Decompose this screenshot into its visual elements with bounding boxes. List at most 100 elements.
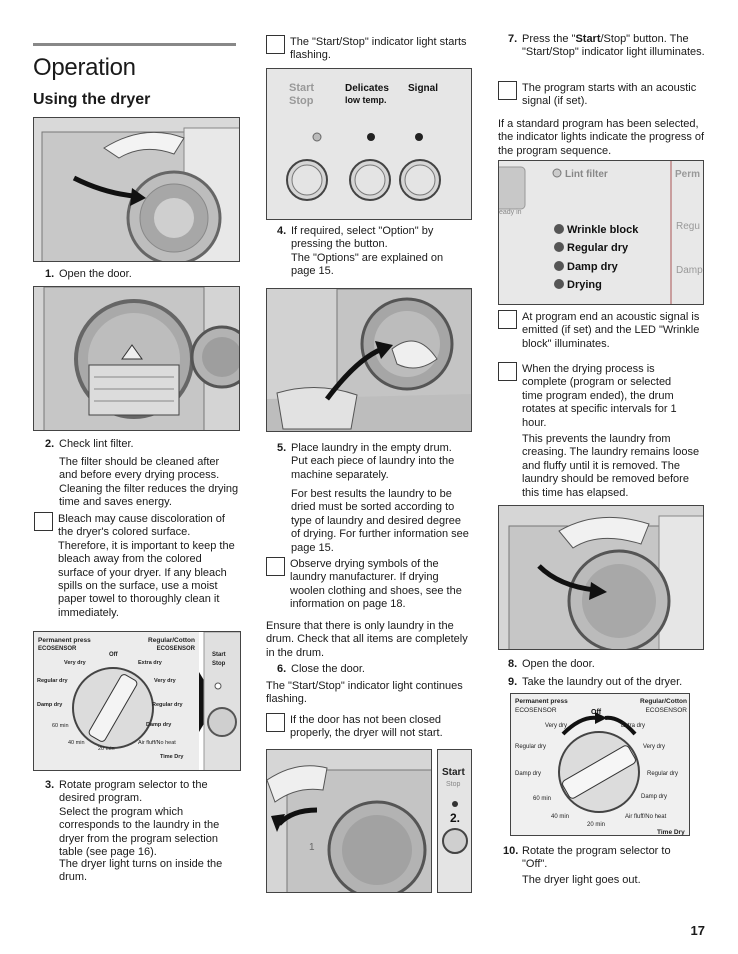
step-10-body: The dryer light goes out. <box>522 874 641 886</box>
dial-start: Start <box>212 652 226 658</box>
note-box <box>34 512 53 531</box>
close-step-two: 2. <box>450 811 460 825</box>
dial-left-sensor: ECOSENSOR <box>38 646 77 652</box>
page-title: Operation <box>33 54 136 81</box>
step-text: Take the laundry out of the dryer. <box>522 676 683 688</box>
figure-program-dial: Permanent press ECOSENSOR Regular/Cotton… <box>33 631 241 771</box>
dial2-40min: 40 min <box>551 814 569 820</box>
panel-item-3: Drying <box>567 279 602 291</box>
dial2-right-sensor: ECOSENSOR <box>645 707 687 714</box>
figure-open-door <box>33 117 240 262</box>
dial-extra-dry: Extra dry <box>138 660 163 666</box>
dial2-very-dry-left: Very dry <box>545 723 567 729</box>
step-number: 10. <box>503 845 519 857</box>
dial2-damp-dry-left: Damp dry <box>515 771 541 777</box>
note-box <box>498 362 517 381</box>
dial2-time-dry: Time Dry <box>657 829 685 836</box>
dial-damp-dry-right: Damp dry <box>146 722 172 728</box>
panel-perm: Perm <box>675 169 700 180</box>
step-text: Check lint filter. <box>59 438 134 450</box>
dial2-20min: 20 min <box>587 822 605 828</box>
dial-damp-dry-left: Damp dry <box>37 702 63 708</box>
note-text: Observe drying symbols of the laundry ma… <box>290 558 462 611</box>
dial2-very-dry-right: Very dry <box>643 744 665 750</box>
panel-delicates: Delicates <box>345 83 389 94</box>
figure-lint-filter <box>33 286 240 431</box>
panel-low-temp: low temp. <box>345 95 387 105</box>
step-text: Open the door. <box>522 658 595 670</box>
panel-regu: Regu <box>676 221 700 232</box>
panel-stop: Stop <box>289 95 314 107</box>
figure-open-door-end <box>498 505 704 650</box>
step-number: 7. <box>508 33 518 45</box>
dial-very-dry-right: Very dry <box>154 678 177 684</box>
close-start: Start <box>442 767 465 778</box>
dial2-60min: 60 min <box>533 796 551 802</box>
step-number: 2. <box>45 438 55 450</box>
step-text: Press the "Start/Stop" button. The "Star… <box>522 33 706 60</box>
panel-ready-in: eady in <box>499 209 522 216</box>
para-progress: If a standard program has been selected,… <box>498 118 705 157</box>
step-3-body-2: The dryer light turns on inside the drum… <box>59 858 223 884</box>
dial2-left-sensor: ECOSENSOR <box>515 707 557 714</box>
dial2-damp-dry-right: Damp dry <box>641 794 667 800</box>
step-text: Place laundry in the empty drum. Put eac… <box>291 442 455 481</box>
dial-regular-dry-left: Regular dry <box>37 678 69 684</box>
step-text: Rotate program selector to the desired p… <box>59 779 208 805</box>
note-text: If the door has not been closed properly… <box>290 714 443 740</box>
close-step-one: 1 <box>309 842 315 853</box>
figure-start-button: Start Stop 2. <box>437 749 472 893</box>
panel-item-0: Wrinkle block <box>567 224 639 236</box>
step-number: 6. <box>277 663 287 675</box>
dial-20min: 20 min <box>98 746 115 752</box>
dial-60min: 60 min <box>52 723 69 729</box>
figure-dial-off: Permanent press ECOSENSOR Regular/Cotton… <box>510 693 690 836</box>
note-text: Bleach may cause discoloration of the dr… <box>58 513 235 619</box>
figure-place-laundry <box>266 288 472 432</box>
step-4-body: The "Options" are explained on page 15. <box>291 252 444 278</box>
section-title: Using the dryer <box>33 91 151 108</box>
step-number: 4. <box>277 225 287 237</box>
figure-progress-panel: eady in Lint filter Perm Regu Damp Wrink… <box>498 160 704 305</box>
dial-40min: 40 min <box>68 740 85 746</box>
dial2-air-fluff: Air fluff/No heat <box>625 814 667 820</box>
dial-time-dry: Time Dry <box>160 754 184 760</box>
dial-left-header: Permanent press <box>38 637 91 644</box>
step-number: 5. <box>277 442 287 454</box>
note-box <box>266 35 285 54</box>
dial-off: Off <box>109 652 119 658</box>
figure-close-door: 1 <box>266 749 432 893</box>
note-box <box>498 81 517 100</box>
note-text: At program end an acoustic signal is emi… <box>522 311 700 350</box>
step7-text-b: /Stop" button. The "Start/Stop" indicato… <box>522 33 705 59</box>
step-number: 9. <box>508 676 518 688</box>
step-text: Rotate the program selector to "Off". <box>522 845 671 871</box>
step-3-body-1: Select the program which corresponds to … <box>59 806 220 859</box>
dial-air-fluff: Air fluff/No heat <box>138 740 176 746</box>
close-stop: Stop <box>446 781 461 788</box>
panel-signal: Signal <box>408 83 438 94</box>
step-text: Close the door. <box>291 663 365 675</box>
dial2-right-header: Regular/Cotton <box>640 698 687 705</box>
panel-lint-filter: Lint filter <box>565 169 608 180</box>
step-number: 3. <box>45 779 55 791</box>
step-2-body: The filter should be cleaned after and b… <box>59 456 239 509</box>
note-text: The "Start/Stop" indicator light starts … <box>290 36 467 62</box>
note-box <box>498 310 517 329</box>
dial-stop: Stop <box>212 661 226 667</box>
step-text: Open the door. <box>59 268 132 280</box>
step-5-body: For best results the laundry to be dried… <box>291 488 469 554</box>
para-continues-flashing: The "Start/Stop" indicator light continu… <box>266 680 463 706</box>
step-number: 8. <box>508 658 518 670</box>
note-box <box>266 557 285 576</box>
dial2-extra-dry: Extra dry <box>621 723 645 729</box>
dial-right-header: Regular/Cotton <box>148 637 195 644</box>
para-prevent-creasing: This prevents the laundry from creasing.… <box>522 433 700 499</box>
panel-item-1: Regular dry <box>567 242 629 254</box>
dial-regular-dry-right: Regular dry <box>152 702 184 708</box>
dial2-off: Off <box>591 709 602 716</box>
step-number: 1. <box>45 268 55 280</box>
dial2-left-header: Permanent press <box>515 698 568 705</box>
dial-very-dry-left: Very dry <box>64 660 87 666</box>
note-text: The program starts with an acoustic sign… <box>522 82 697 108</box>
